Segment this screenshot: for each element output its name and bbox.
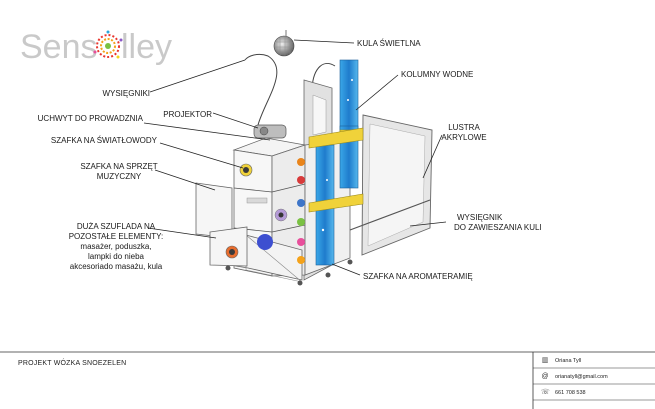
label-wysiegnik-kuli-2: DO ZAWIESZANIA KULI bbox=[454, 223, 542, 232]
label-szuflada-4: lampki do nieba bbox=[88, 252, 145, 261]
wheels bbox=[225, 259, 353, 286]
label-sprzet-1: SZAFKA NA SPRZĘT bbox=[80, 162, 157, 171]
label-kula-swietlna: KULA ŚWIETLNA bbox=[357, 39, 421, 48]
disco-ball bbox=[273, 30, 295, 57]
label-wysiegniki: WYSIĘGNIKI bbox=[102, 89, 150, 98]
label-szuflada-1: DUŻA SZUFLADA NA bbox=[77, 222, 156, 231]
label-sprzet-2: MUZYCZNY bbox=[97, 172, 142, 181]
sensolley-logo: Sens lley bbox=[20, 28, 172, 66]
author-phone: 661 708 538 bbox=[555, 390, 586, 396]
water-columns bbox=[308, 59, 364, 266]
projector-arm bbox=[244, 53, 278, 126]
light-holes bbox=[225, 158, 305, 264]
label-kolumny-wodne: KOLUMNY WODNE bbox=[401, 70, 473, 79]
label-lustra-1: LUSTRA bbox=[448, 123, 480, 132]
logo-dot-ring bbox=[93, 30, 123, 59]
leader-lines bbox=[143, 39, 447, 276]
title-block: PROJEKT WÓZKA SNOEZELEN ▥ Oriana Tyll @ … bbox=[0, 352, 655, 409]
project-title: PROJEKT WÓZKA SNOEZELEN bbox=[18, 360, 127, 367]
label-lustra-2: AKRYLOWE bbox=[441, 133, 486, 142]
label-uchwyt: UCHWYT DO PROWADZNIA bbox=[38, 114, 144, 123]
label-projektor: PROJEKTOR bbox=[163, 110, 212, 119]
phone-icon: ☏ bbox=[541, 389, 550, 396]
logo-text-right: lley bbox=[121, 28, 172, 66]
label-szuflada-5: akcesoriado masażu, kula bbox=[70, 262, 163, 271]
author-email: orianatyll@gmail.com bbox=[555, 374, 608, 380]
at-icon: @ bbox=[541, 373, 549, 380]
label-szuflada-2: POZOSTAŁE ELEMENTY: bbox=[69, 232, 164, 241]
projector bbox=[253, 124, 287, 139]
open-door-bottom bbox=[209, 226, 248, 267]
callout-labels: KULA ŚWIETLNA WYSIĘGNIKI PROJEKTOR UCHWY… bbox=[38, 39, 542, 281]
label-szuflada-3: masażer, poduszka, bbox=[80, 242, 151, 251]
building-icon: ▥ bbox=[541, 357, 549, 364]
title-block-frame bbox=[0, 351, 655, 409]
label-swiatlowody: SZAFKA NA ŚWIATŁOWODY bbox=[51, 136, 158, 145]
author-name: Oriana Tyll bbox=[555, 358, 582, 364]
logo-text-left: Sens bbox=[20, 28, 98, 66]
label-wysiegnik-kuli-1: WYSIĘGNIK bbox=[457, 213, 503, 222]
ball-hanging-arm bbox=[349, 199, 431, 231]
label-aromaterapia: SZAFKA NA AROMATERAMIĘ bbox=[363, 272, 473, 281]
